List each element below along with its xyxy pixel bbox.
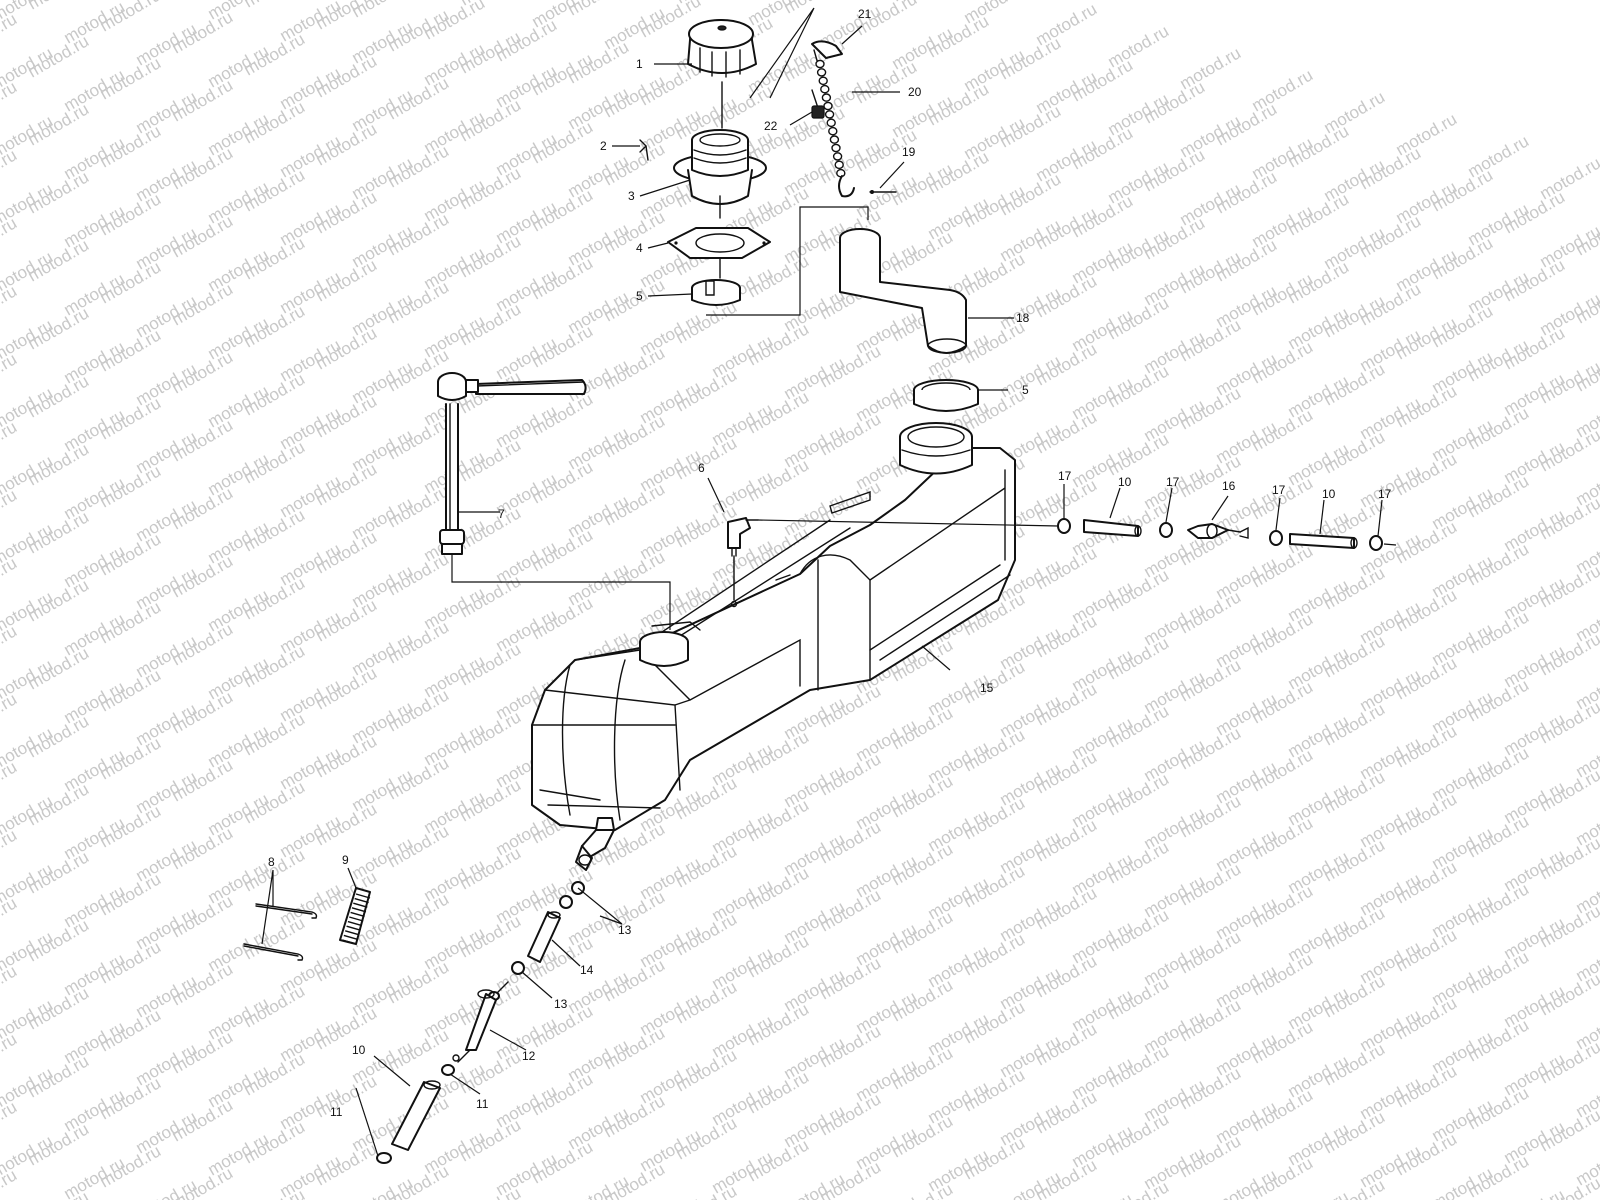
vent-elbow[interactable] — [727, 517, 759, 608]
fuel-line-clamp[interactable] — [511, 961, 525, 975]
vent-hose[interactable] — [1083, 519, 1142, 537]
chain-bead — [823, 101, 833, 111]
spring[interactable] — [339, 887, 371, 945]
fuel-hose[interactable] — [527, 911, 561, 963]
vent-line-clamp[interactable] — [1057, 518, 1071, 534]
assembly-line-vent — [757, 519, 1059, 527]
callout-17: 17 — [1378, 487, 1392, 501]
spring-coil — [354, 897, 369, 904]
callout-21: 21 — [858, 7, 872, 21]
fuel-filter[interactable] — [457, 981, 509, 1063]
spring-coil — [351, 907, 367, 913]
callout-16: 16 — [1222, 479, 1236, 493]
screw[interactable] — [639, 139, 649, 161]
callout-5: 5 — [636, 289, 643, 303]
fuel-gauge-sender[interactable] — [437, 372, 587, 555]
fuel-tank[interactable] — [531, 422, 1016, 871]
callout-8: 8 — [268, 855, 275, 869]
callout-labels: 1 2 3 4 5 21 20 22 19 18 5 6 7 15 17 10 … — [268, 7, 1392, 1119]
chain-rivet[interactable] — [869, 190, 897, 194]
chain-bead — [815, 59, 825, 69]
callout-3: 3 — [628, 189, 635, 203]
callout-11: 11 — [330, 1105, 343, 1119]
assembly-line-sender — [451, 554, 671, 630]
filler-neck[interactable] — [673, 129, 767, 219]
vent-hose[interactable] — [1289, 533, 1358, 549]
callout-18: 18 — [1016, 311, 1030, 325]
chain-bead — [818, 76, 828, 86]
chain-bead — [831, 143, 841, 153]
callout-4: 4 — [636, 241, 643, 255]
spring-coil — [347, 920, 363, 927]
callout-13: 13 — [554, 997, 568, 1011]
callout-9: 9 — [342, 853, 349, 867]
filler-hose[interactable] — [839, 228, 967, 354]
callout-12: 12 — [522, 1049, 536, 1063]
callout-6: 6 — [698, 461, 705, 475]
clamp-lower[interactable] — [913, 379, 979, 412]
check-valve[interactable] — [1187, 523, 1249, 539]
vent-line-clamp[interactable] — [1159, 522, 1173, 538]
callout-15: 15 — [980, 681, 994, 695]
callout-20: 20 — [908, 85, 922, 99]
callout-5-lower: 5 — [1022, 383, 1029, 397]
fuel-line-clamp[interactable] — [441, 1054, 460, 1076]
chain-bead — [824, 110, 835, 119]
leader-lines — [261, 7, 1383, 1157]
spring-coil — [355, 893, 371, 899]
assembly-line-vent-end — [1383, 543, 1397, 546]
callout-1: 1 — [636, 57, 643, 71]
callout-2: 2 — [600, 139, 607, 153]
chain-bead — [829, 135, 840, 144]
callout-17: 17 — [1166, 475, 1180, 489]
callout-10-lower: 10 — [352, 1043, 366, 1057]
assembly-line-neck — [706, 206, 869, 316]
chain-bead — [821, 93, 832, 102]
callout-17: 17 — [1058, 469, 1072, 483]
callout-7: 7 — [498, 507, 505, 521]
spring-coil — [345, 930, 360, 936]
callout-17: 17 — [1272, 483, 1286, 497]
callout-14: 14 — [580, 963, 594, 977]
spring-coil — [342, 939, 357, 945]
fuel-line-clamp[interactable] — [376, 1152, 392, 1164]
clamp-upper[interactable] — [691, 279, 741, 306]
callout-10: 10 — [1118, 475, 1132, 489]
fuel-line-clamp[interactable] — [559, 881, 585, 909]
fuel-cap[interactable] — [687, 19, 757, 129]
vent-line-clamp[interactable] — [1369, 535, 1383, 551]
callout-22: 22 — [764, 119, 778, 133]
chain-bead — [820, 84, 830, 94]
spring-coil — [346, 925, 361, 931]
chain-bead — [834, 160, 844, 170]
callout-19: 19 — [902, 145, 916, 159]
fuel-hose[interactable] — [391, 1080, 441, 1151]
spring-coil — [353, 902, 368, 908]
spring-coil — [349, 916, 364, 922]
spring-coil — [343, 934, 359, 941]
chain-bead — [826, 118, 836, 128]
tether-chain[interactable] — [811, 40, 855, 198]
chain-bead — [832, 152, 843, 161]
tie-straps[interactable] — [243, 903, 318, 961]
callout-10: 10 — [1322, 487, 1336, 501]
chain-bead — [816, 68, 827, 77]
chain-bead — [828, 126, 838, 136]
chain-screw[interactable] — [811, 89, 825, 119]
spring-coil — [350, 911, 365, 918]
gasket[interactable] — [667, 227, 771, 279]
callout-13: 13 — [618, 923, 632, 937]
chain-bead — [836, 168, 846, 178]
vent-line-clamp[interactable] — [1269, 530, 1283, 546]
callout-11: 11 — [476, 1097, 489, 1111]
